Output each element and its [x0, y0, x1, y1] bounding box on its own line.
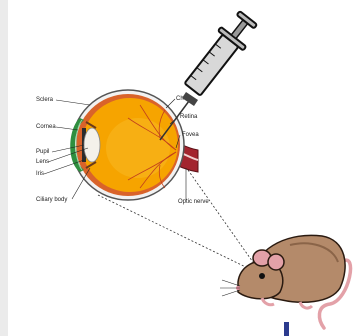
- label-cornea: Cornea: [36, 124, 56, 130]
- mouse-icon: [220, 235, 351, 336]
- label-choroid: Ch: [176, 96, 184, 102]
- label-lens: Lens: [36, 159, 49, 165]
- syringe-icon: [160, 8, 261, 140]
- label-sclera: Sclera: [36, 97, 54, 103]
- label-pupil: Pupil: [36, 149, 49, 155]
- eye-cross-section: [70, 90, 198, 200]
- lens-shape: [84, 128, 100, 162]
- label-fovea: Fovea: [182, 132, 199, 138]
- label-iris: Iris: [36, 171, 44, 177]
- label-retina: Retina: [180, 114, 198, 120]
- label-optic-nerve: Optic nerve: [178, 199, 209, 205]
- label-ciliary-body: Ciliary body: [36, 197, 67, 203]
